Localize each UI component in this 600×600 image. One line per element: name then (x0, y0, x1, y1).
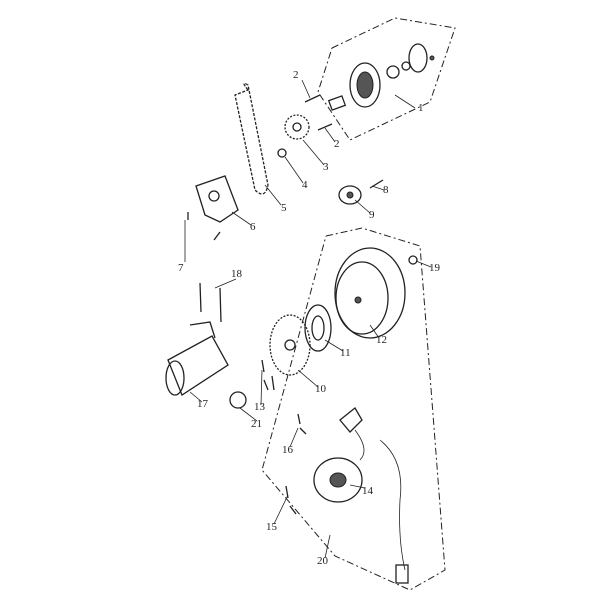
chain (234, 82, 269, 195)
callout-9: 9 (369, 209, 375, 221)
group-boundary-upper (317, 17, 456, 141)
callout-19: 19 (429, 262, 440, 274)
stator-assembly (313, 407, 409, 584)
callout-10: 10 (315, 383, 326, 395)
sprocket (284, 114, 310, 140)
nut (408, 255, 418, 265)
starter-clutch (304, 304, 332, 352)
o-ring (229, 391, 247, 409)
callout-8: 8 (383, 184, 389, 196)
callout-11: 11 (340, 347, 351, 359)
callout-7: 7 (178, 262, 184, 274)
callout-2b: 2 (334, 138, 340, 150)
callout-3: 3 (323, 161, 329, 173)
leader-lines (184, 79, 432, 559)
callout-5: 5 (281, 202, 287, 214)
callout-1: 1 (418, 102, 424, 114)
washer (277, 148, 287, 158)
oil-pump-assembly (327, 43, 435, 111)
starter-motor (165, 321, 229, 396)
callout-20: 20 (317, 555, 328, 567)
chain-guide-plate (195, 175, 239, 223)
callout-2a: 2 (293, 69, 299, 81)
callout-4: 4 (302, 179, 308, 191)
flywheel (334, 247, 406, 339)
callout-15: 15 (266, 521, 277, 533)
callout-6: 6 (250, 221, 256, 233)
bolts (187, 94, 384, 515)
callout-17: 17 (197, 398, 208, 410)
callout-18: 18 (231, 268, 242, 280)
starter-driven-gear (269, 314, 311, 376)
callout-21: 21 (251, 418, 262, 430)
drive-gear (338, 185, 362, 205)
callout-14: 14 (362, 485, 373, 497)
callout-13: 13 (254, 401, 265, 413)
callout-16: 16 (282, 444, 293, 456)
callout-12: 12 (376, 334, 387, 346)
group-boundary-lower (261, 227, 446, 591)
